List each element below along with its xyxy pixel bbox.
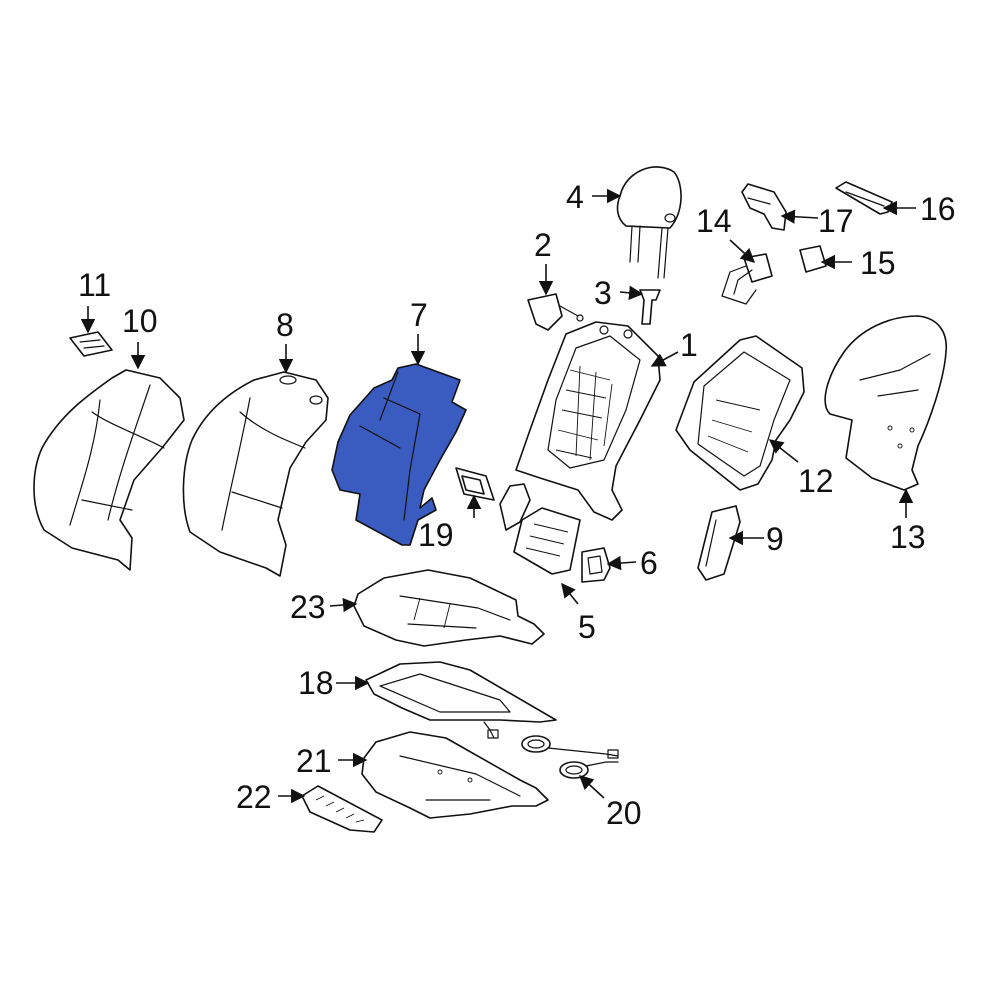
callout-12: 12 — [798, 463, 834, 499]
callout-8: 8 — [276, 307, 294, 343]
part-4-headrest[interactable] — [616, 166, 682, 279]
part-21-seat-foam[interactable] — [361, 731, 549, 819]
part-18-heater-mat[interactable] — [365, 661, 557, 739]
part-23-cushion-cover[interactable] — [353, 569, 545, 647]
part-1-seatback-frame[interactable] — [515, 321, 661, 521]
part-19-module[interactable] — [455, 467, 495, 501]
part-5-lumbar[interactable] — [499, 483, 581, 575]
callout-18: 18 — [298, 665, 334, 701]
part-7-shape — [331, 363, 467, 546]
part-3-guide[interactable] — [639, 289, 661, 325]
part-14-switch[interactable] — [721, 253, 773, 305]
callout-14: 14 — [696, 203, 732, 239]
callout-7: 7 — [410, 297, 428, 333]
part-20-sensor[interactable] — [521, 735, 619, 779]
callout-3: 3 — [594, 275, 612, 311]
callout-17: 17 — [818, 203, 854, 239]
callout-22: 22 — [236, 779, 272, 815]
part-8-seatback-pad[interactable] — [182, 371, 329, 577]
callout-4: 4 — [566, 179, 584, 215]
part-13-back-shell[interactable] — [824, 315, 947, 491]
callout-20: 20 — [606, 795, 642, 831]
callout-9: 9 — [766, 521, 784, 557]
part-11-clip[interactable] — [69, 331, 113, 357]
callout-10: 10 — [122, 303, 158, 339]
part-9-side-trim[interactable] — [697, 505, 741, 581]
part-2-bracket[interactable] — [527, 293, 584, 331]
part-22-grille[interactable] — [301, 785, 383, 833]
part-6-module[interactable] — [581, 547, 611, 583]
leader-lines — [80, 188, 916, 804]
callout-19: 19 — [418, 517, 454, 553]
callout-15: 15 — [860, 245, 896, 281]
callout-2: 2 — [534, 227, 552, 263]
part-15-clip[interactable] — [799, 245, 827, 273]
callout-13: 13 — [890, 519, 926, 555]
callout-16: 16 — [920, 191, 956, 227]
callout-6: 6 — [640, 545, 658, 581]
part-17-trim[interactable] — [741, 183, 787, 231]
part-10-seatback-cover[interactable] — [33, 369, 185, 571]
callouts: 11 10 8 7 19 2 3 4 1 17 16 14 15 12 13 9… — [78, 179, 956, 831]
callout-1: 1 — [680, 327, 698, 363]
callout-11: 11 — [78, 267, 111, 303]
callout-5: 5 — [578, 609, 596, 645]
callout-21: 21 — [296, 743, 332, 779]
callout-23: 23 — [290, 589, 326, 625]
part-7-highlighted[interactable] — [331, 363, 467, 546]
